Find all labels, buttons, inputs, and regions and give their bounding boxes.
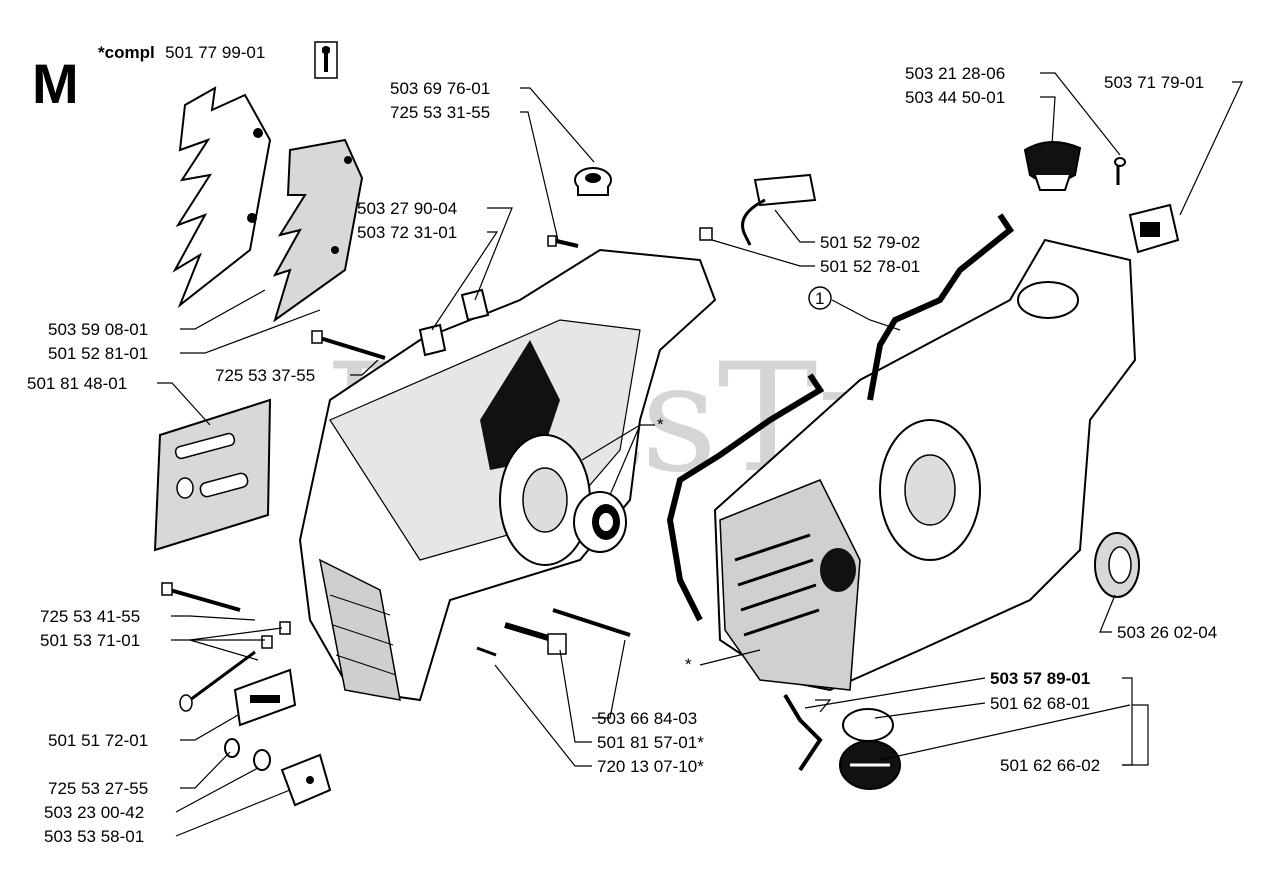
- crankcase-right-part[interactable]: [713, 238, 1137, 692]
- label-501815701[interactable]: 501 81 57-01*: [597, 733, 704, 752]
- crankcase-left-part[interactable]: [298, 248, 717, 702]
- leader-lines: [157, 72, 1243, 837]
- bearing-part[interactable]: [573, 491, 627, 553]
- gasket-part[interactable]: [666, 213, 1015, 622]
- washer-part[interactable]: [224, 738, 271, 771]
- label-503445001[interactable]: 503 44 50-01: [905, 88, 1005, 107]
- part-labels: 503 69 76-01 725 53 31-55 503 27 90-04 5…: [27, 64, 1217, 846]
- long-bolt-part[interactable]: [311, 330, 386, 360]
- screw-small-part[interactable]: [547, 235, 579, 248]
- bumper-spike-outer-part[interactable]: [272, 138, 364, 323]
- label-725532755[interactable]: 725 53 27-55: [48, 779, 148, 798]
- bumper-spike-part[interactable]: [172, 86, 272, 309]
- tank-cap-assembly-part[interactable]: [783, 693, 901, 790]
- label-503272904[interactable]: 503 27 90-04: [357, 199, 457, 218]
- switch-wire-part[interactable]: [699, 173, 817, 246]
- label-503590801[interactable]: 503 59 08-01: [48, 320, 148, 339]
- callout-1-text: 1: [815, 289, 824, 308]
- label-720130710[interactable]: 720 13 07-10*: [597, 757, 704, 776]
- label-503260204[interactable]: 503 26 02-04: [1117, 623, 1217, 642]
- label-503578901[interactable]: 503 57 89-01: [990, 669, 1090, 688]
- star-bearing-marker: *: [657, 415, 664, 434]
- sleeve-part[interactable]: [418, 288, 490, 357]
- label-501626602[interactable]: 501 62 66-02: [1000, 756, 1100, 775]
- label-503535801[interactable]: 503 53 58-01: [44, 827, 144, 846]
- bolt-long-lower-part[interactable]: [161, 582, 241, 612]
- compl-number[interactable]: 501 77 99-01: [165, 43, 265, 62]
- label-501527801[interactable]: 501 52 78-01: [820, 257, 920, 276]
- label-501528101[interactable]: 501 52 81-01: [48, 344, 148, 363]
- label-725533155[interactable]: 725 53 31-55: [390, 103, 490, 122]
- bolt-diagonal-part[interactable]: [179, 650, 256, 712]
- small-screw-part[interactable]: [1114, 157, 1126, 185]
- plate-clamp-part[interactable]: [233, 668, 297, 727]
- label-503723101[interactable]: 503 72 31-01: [357, 223, 457, 242]
- cap-insert-part[interactable]: [1023, 141, 1082, 191]
- guide-plate-part[interactable]: [153, 398, 272, 552]
- label-501517201[interactable]: 501 51 72-01: [48, 731, 148, 750]
- compl-line: *compl 501 77 99-01: [98, 43, 265, 62]
- label-501537101[interactable]: 501 53 71-01: [40, 631, 140, 650]
- callout-1: 1: [808, 286, 832, 310]
- label-503212806[interactable]: 503 21 28-06: [905, 64, 1005, 83]
- label-501814801[interactable]: 501 81 48-01: [27, 374, 127, 393]
- label-503668403[interactable]: 503 66 84-03: [597, 709, 697, 728]
- label-503230042[interactable]: 503 23 00-42: [44, 803, 144, 822]
- label-501626801[interactable]: 501 62 68-01: [990, 694, 1090, 713]
- switch-block-part[interactable]: [1128, 203, 1180, 254]
- wrench-icon: [314, 41, 338, 79]
- rubber-grommet-part[interactable]: [574, 167, 612, 196]
- label-503717901[interactable]: 503 71 79-01: [1104, 73, 1204, 92]
- label-725533755[interactable]: 725 53 37-55: [215, 366, 315, 385]
- oil-seal-part[interactable]: [1094, 532, 1140, 598]
- label-501527902[interactable]: 501 52 79-02: [820, 233, 920, 252]
- section-letter: M: [32, 52, 79, 115]
- nut-pair-part[interactable]: [261, 621, 291, 649]
- compl-prefix: *compl: [98, 43, 155, 62]
- star-cover-marker: *: [685, 655, 692, 674]
- label-503697601[interactable]: 503 69 76-01: [390, 79, 490, 98]
- label-725534155[interactable]: 725 53 41-55: [40, 607, 140, 626]
- bar-stud-part[interactable]: [476, 608, 631, 657]
- bracket-block-part[interactable]: [280, 753, 332, 807]
